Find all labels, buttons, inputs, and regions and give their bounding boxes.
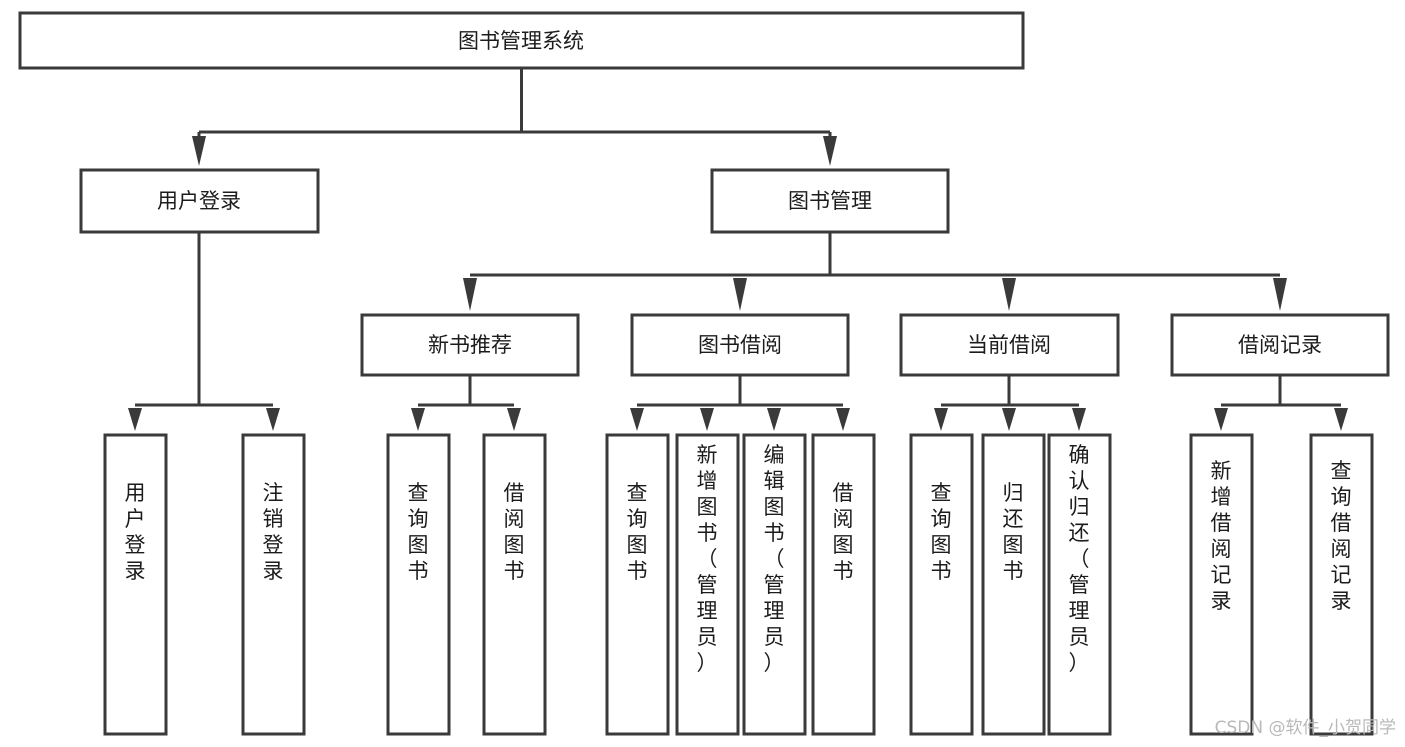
node-leaf-add-record-label: 新增借阅记录 xyxy=(1211,459,1232,613)
node-leaf-return-book-box[interactable] xyxy=(981,433,1046,736)
node-leaf-add-book-box[interactable] xyxy=(675,433,740,736)
node-leaf-query-book-3-box[interactable] xyxy=(909,433,974,736)
node-user-login[interactable]: 用户登录 xyxy=(79,168,320,234)
node-leaf-edit-book-label: 编辑图书（管理员） xyxy=(764,443,785,675)
arrowhead-leaf-user-login xyxy=(128,408,142,431)
node-leaf-query-book-1-box[interactable] xyxy=(386,433,451,736)
node-leaf-borrow-book-2-box[interactable] xyxy=(811,433,876,736)
node-leaf-query-book-2-label: 查询图书 xyxy=(627,481,648,583)
arrowhead-book-borrow xyxy=(733,278,747,311)
node-book-borrow-label: 图书借阅 xyxy=(698,333,782,357)
arrowhead-leaf-edit-book xyxy=(767,408,781,431)
node-borrow-record-label: 借阅记录 xyxy=(1238,333,1322,357)
node-leaf-borrow-book-1[interactable]: 借阅图书 xyxy=(482,433,547,736)
node-current-borrow-box[interactable] xyxy=(899,313,1120,377)
node-leaf-query-book-1[interactable]: 查询图书 xyxy=(386,433,451,736)
arrowhead-leaf-return-book xyxy=(1002,408,1016,431)
node-leaf-query-record-label: 查询借阅记录 xyxy=(1331,459,1352,613)
node-leaf-borrow-book-1-box[interactable] xyxy=(482,433,547,736)
arrowhead-leaf-query-record xyxy=(1334,408,1348,431)
node-leaf-logout-box[interactable] xyxy=(241,433,306,736)
node-leaf-confirm-return[interactable]: 确认归还（管理员） xyxy=(1047,433,1112,736)
arrowhead-borrow-record xyxy=(1273,278,1287,311)
arrowhead-leaf-add-book xyxy=(700,408,714,431)
node-leaf-user-login-box[interactable] xyxy=(103,433,168,736)
arrowhead-current-borrow xyxy=(1002,278,1016,311)
arrowhead-new-book-rec xyxy=(463,278,477,311)
node-root[interactable]: 图书管理系统 xyxy=(18,11,1025,70)
node-leaf-query-book-2[interactable]: 查询图书 xyxy=(605,433,670,736)
node-leaf-query-book-3[interactable]: 查询图书 xyxy=(909,433,974,736)
node-book-manage-box[interactable] xyxy=(710,168,950,234)
node-leaf-confirm-return-label: 确认归还（管理员） xyxy=(1069,443,1090,675)
arrowhead-leaf-borrow-book-1 xyxy=(507,408,521,431)
node-borrow-record-box[interactable] xyxy=(1170,313,1390,377)
node-leaf-borrow-book-2-label: 借阅图书 xyxy=(833,481,854,583)
leaf-nodes-layer: 用户登录 注销登录 查询图书 借阅图书 查询图书 新增图书（管理员） xyxy=(103,433,1374,736)
node-leaf-query-record[interactable]: 查询借阅记录 xyxy=(1309,433,1374,736)
arrowhead-leaf-confirm-return xyxy=(1072,408,1086,431)
node-new-book-rec[interactable]: 新书推荐 xyxy=(360,313,580,377)
node-leaf-edit-book[interactable]: 编辑图书（管理员） xyxy=(742,433,807,736)
node-leaf-query-book-2-box[interactable] xyxy=(605,433,670,736)
arrowhead-leaf-query-book-3 xyxy=(934,408,948,431)
node-leaf-query-book-1-label: 查询图书 xyxy=(408,481,429,583)
arrowhead-leaf-logout xyxy=(266,408,280,431)
node-leaf-return-book[interactable]: 归还图书 xyxy=(981,433,1046,736)
node-leaf-confirm-return-box[interactable] xyxy=(1047,433,1112,736)
arrowhead-leaf-query-book-2 xyxy=(630,408,644,431)
node-current-borrow-label: 当前借阅 xyxy=(967,333,1051,357)
node-new-book-rec-box[interactable] xyxy=(360,313,580,377)
node-root-label: 图书管理系统 xyxy=(458,29,584,53)
node-user-login-label: 用户登录 xyxy=(157,189,241,213)
node-new-book-rec-label: 新书推荐 xyxy=(428,333,512,357)
node-leaf-borrow-book-1-label: 借阅图书 xyxy=(504,481,525,583)
arrowhead-user-login xyxy=(192,136,206,166)
node-leaf-query-book-3-label: 查询图书 xyxy=(931,481,952,583)
node-current-borrow[interactable]: 当前借阅 xyxy=(899,313,1120,377)
node-leaf-add-book-label: 新增图书（管理员） xyxy=(697,443,718,675)
connector-layer xyxy=(128,68,1348,431)
node-leaf-logout[interactable]: 注销登录 xyxy=(241,433,306,736)
node-book-borrow[interactable]: 图书借阅 xyxy=(630,313,850,377)
arrowhead-leaf-add-record xyxy=(1214,408,1228,431)
node-book-borrow-box[interactable] xyxy=(630,313,850,377)
node-leaf-logout-label: 注销登录 xyxy=(263,481,284,583)
arrowhead-leaf-query-book-1 xyxy=(411,408,425,431)
node-book-manage-label: 图书管理 xyxy=(788,189,872,213)
node-leaf-query-record-box[interactable] xyxy=(1309,433,1374,736)
node-leaf-edit-book-box[interactable] xyxy=(742,433,807,736)
arrowhead-book-manage xyxy=(823,136,837,166)
arrowhead-leaf-borrow-book-2 xyxy=(836,408,850,431)
watermark-label: CSDN @软件_小贺同学 xyxy=(1215,718,1396,738)
node-user-login-box[interactable] xyxy=(79,168,320,234)
node-book-manage[interactable]: 图书管理 xyxy=(710,168,950,234)
node-leaf-user-login-label: 用户登录 xyxy=(125,481,146,583)
node-leaf-add-record-box[interactable] xyxy=(1189,433,1254,736)
node-leaf-add-book[interactable]: 新增图书（管理员） xyxy=(675,433,740,736)
node-leaf-add-record[interactable]: 新增借阅记录 xyxy=(1189,433,1254,736)
node-root-box[interactable] xyxy=(18,11,1025,70)
node-leaf-borrow-book-2[interactable]: 借阅图书 xyxy=(811,433,876,736)
node-leaf-return-book-label: 归还图书 xyxy=(1003,481,1024,583)
node-leaf-user-login[interactable]: 用户登录 xyxy=(103,433,168,736)
node-borrow-record[interactable]: 借阅记录 xyxy=(1170,313,1390,377)
